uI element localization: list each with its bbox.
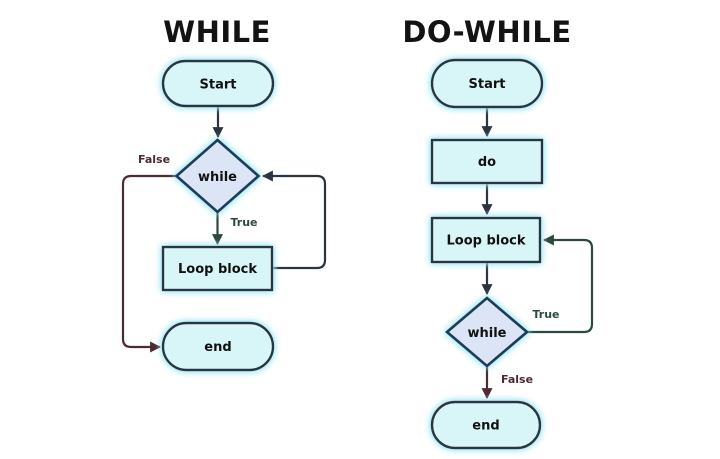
while-start-node: Start [161, 59, 275, 108]
while-flowchart: WHILE False True Start while Loop block … [121, 15, 327, 372]
do-while-do-node-label: do [478, 155, 496, 170]
while-loop-block-node-label: Loop block [178, 262, 257, 277]
do-while-condition-node: while [444, 296, 530, 368]
while-end-terminator-shape [161, 321, 275, 372]
while-end-node-label: end [204, 340, 231, 355]
do-while-false-label: False [501, 373, 533, 386]
while-true-label: True [230, 216, 257, 229]
while-loop-block-rect-shape [161, 245, 274, 292]
do-while-loop-block-rect-shape [430, 216, 542, 264]
do-while-condition-node-label: while [468, 326, 507, 341]
do-while-end-node: end [430, 400, 542, 450]
do-while-flowchart: DO-WHILE True False Start do Loop block … [402, 15, 594, 450]
while-condition-diamond-shape [174, 138, 261, 214]
while-edge-condition-to-end-false [121, 174, 177, 353]
do-while-condition-diamond-shape [444, 296, 530, 368]
while-condition-node: while [174, 138, 261, 214]
do-while-loop-block-node: Loop block [430, 216, 542, 264]
while-loop-block-node: Loop block [161, 245, 274, 292]
do-while-start-node-label: Start [469, 77, 506, 92]
do-while-end-node-label: end [472, 419, 499, 434]
while-false-label: False [138, 153, 170, 166]
while-edge-loop-back-to-condition [261, 170, 327, 270]
while-condition-node-label: while [198, 170, 237, 185]
do-while-end-terminator-shape [430, 400, 542, 450]
do-while-loop-block-node-label: Loop block [446, 234, 525, 249]
while-end-node: end [161, 321, 275, 372]
do-while-chart-title: DO-WHILE [402, 15, 571, 49]
do-while-do-rect-shape [430, 138, 544, 185]
do-while-start-node: Start [430, 58, 544, 109]
while-chart-title: WHILE [163, 15, 271, 49]
do-while-edge-condition-back-to-loop-true [527, 234, 594, 334]
do-while-start-terminator-shape [430, 58, 544, 109]
while-start-node-label: Start [200, 78, 237, 93]
do-while-do-node: do [430, 138, 544, 185]
do-while-true-label: True [532, 308, 559, 321]
while-start-terminator-shape [161, 59, 275, 108]
